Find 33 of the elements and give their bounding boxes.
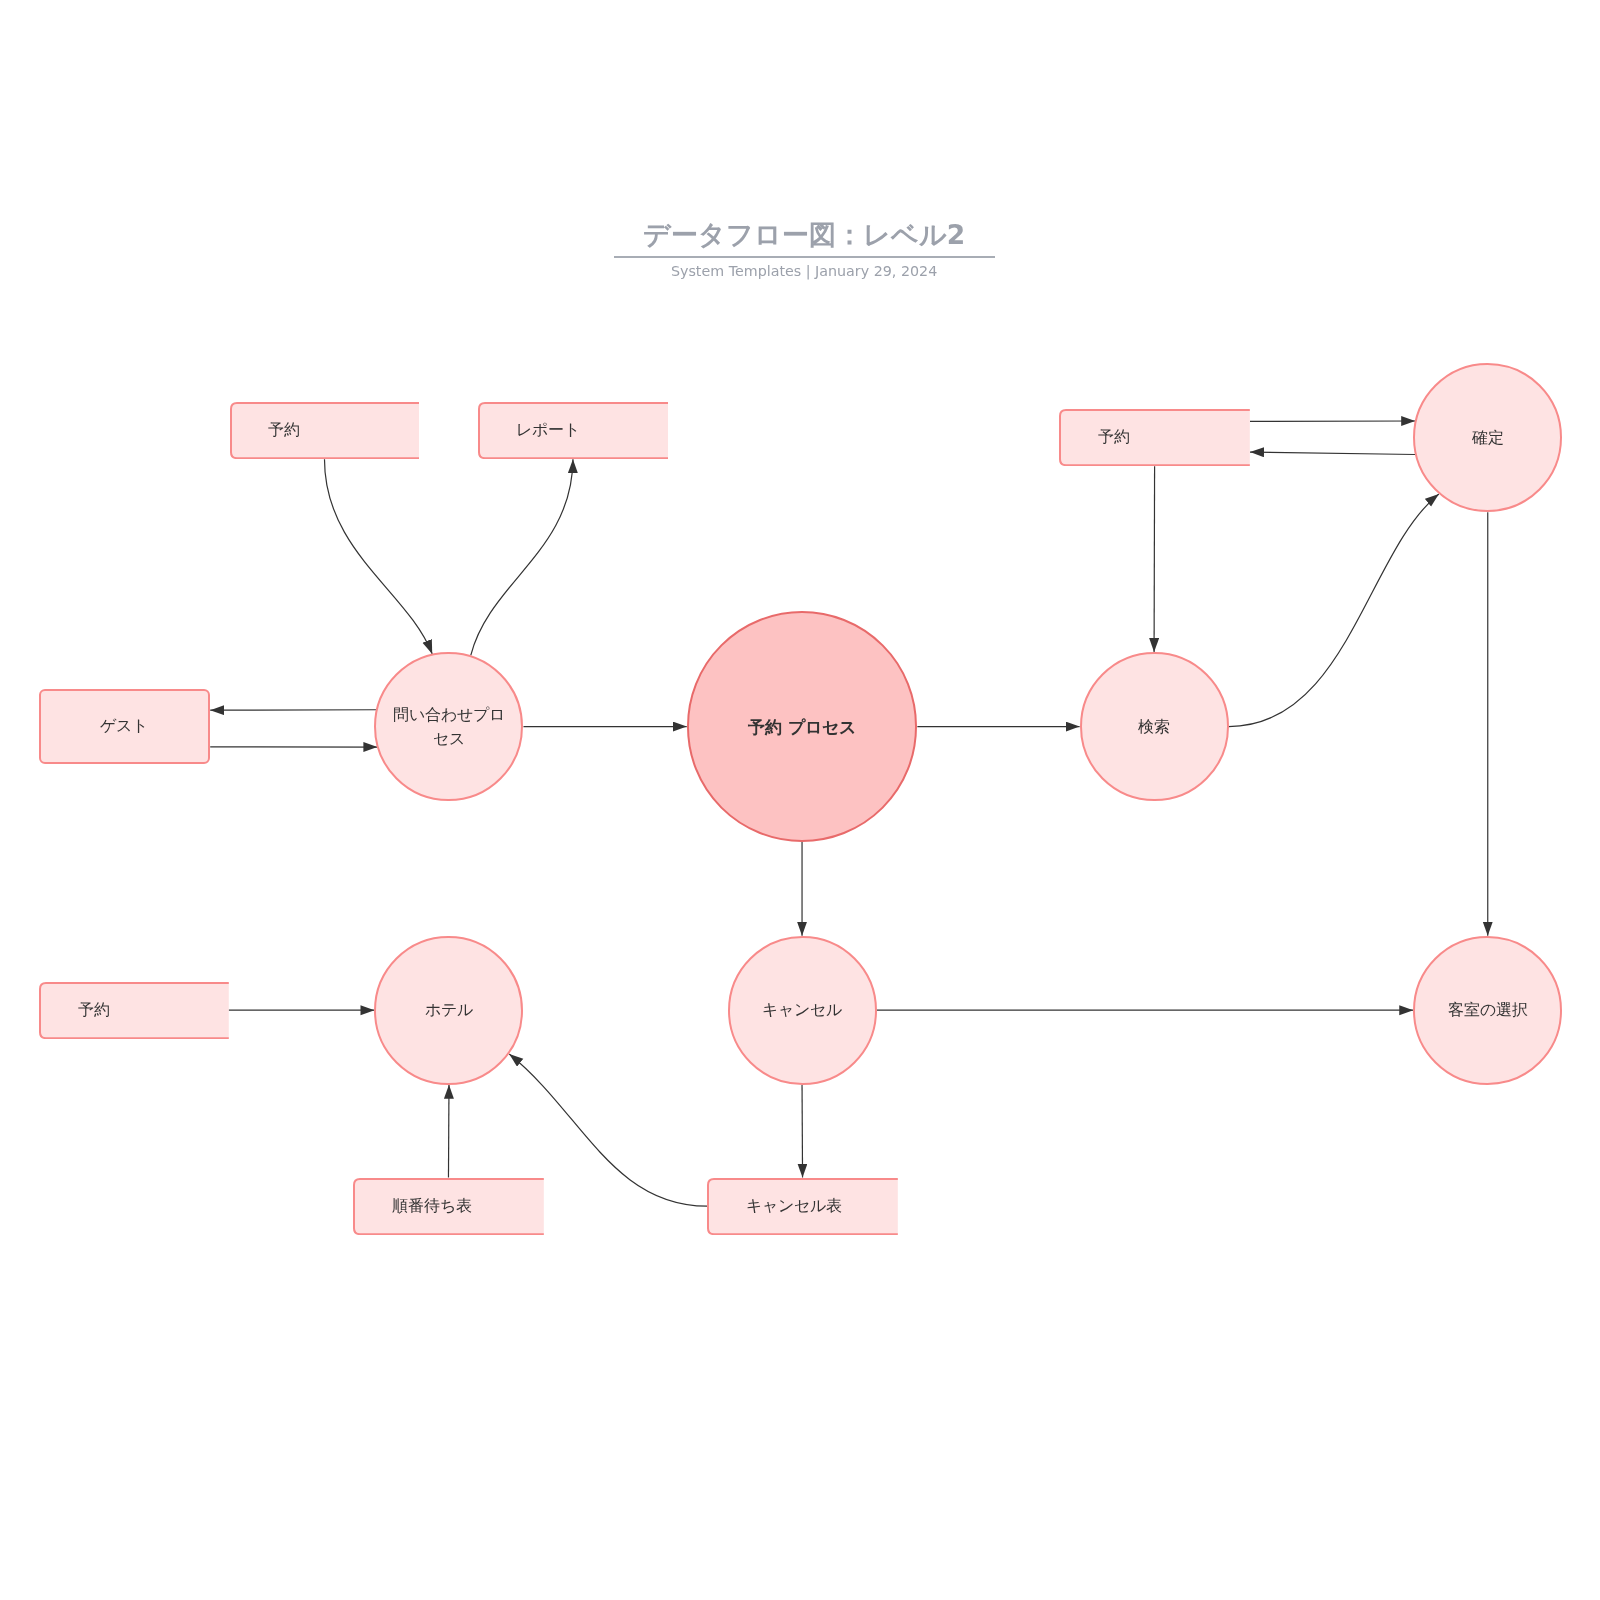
- arrow: [470, 458, 577, 656]
- process-circle: ホテル: [374, 935, 524, 1085]
- arrow: [1249, 416, 1416, 427]
- arrow: [1149, 465, 1160, 653]
- data-store: 順番待ち表: [353, 1177, 544, 1235]
- arrow: [1227, 493, 1440, 728]
- arrow: [797, 841, 808, 937]
- arrow: [209, 705, 377, 716]
- arrow: [522, 721, 688, 732]
- process-circle: 確定: [1413, 363, 1563, 513]
- arrow: [443, 1084, 454, 1179]
- process-circle: 客室の選択: [1413, 935, 1563, 1085]
- arrow: [209, 742, 378, 753]
- process-circle: 問い合わせプロセス: [374, 652, 524, 801]
- arrow: [875, 1005, 1414, 1016]
- arrow: [797, 1084, 808, 1179]
- arrow: [916, 721, 1081, 732]
- entity-box: ゲスト: [38, 688, 211, 765]
- arrow: [1482, 511, 1493, 937]
- data-store: レポート: [477, 402, 669, 460]
- arrow: [323, 458, 433, 655]
- data-store: 予約: [38, 981, 229, 1039]
- arrow: [1249, 447, 1416, 458]
- data-store: 予約: [229, 402, 420, 460]
- data-store: キャンセル表: [707, 1177, 898, 1235]
- arrow: [227, 1005, 376, 1016]
- process-circle: 検索: [1079, 652, 1229, 801]
- process-circle: 予約 プロセス: [686, 611, 918, 842]
- title: データフロー図：レベル2: [641, 218, 967, 253]
- arrow: [508, 1053, 708, 1207]
- subtitle: System Templates | January 29, 2024: [669, 263, 939, 280]
- data-store: 予約: [1059, 409, 1250, 467]
- process-circle: キャンセル: [727, 935, 877, 1085]
